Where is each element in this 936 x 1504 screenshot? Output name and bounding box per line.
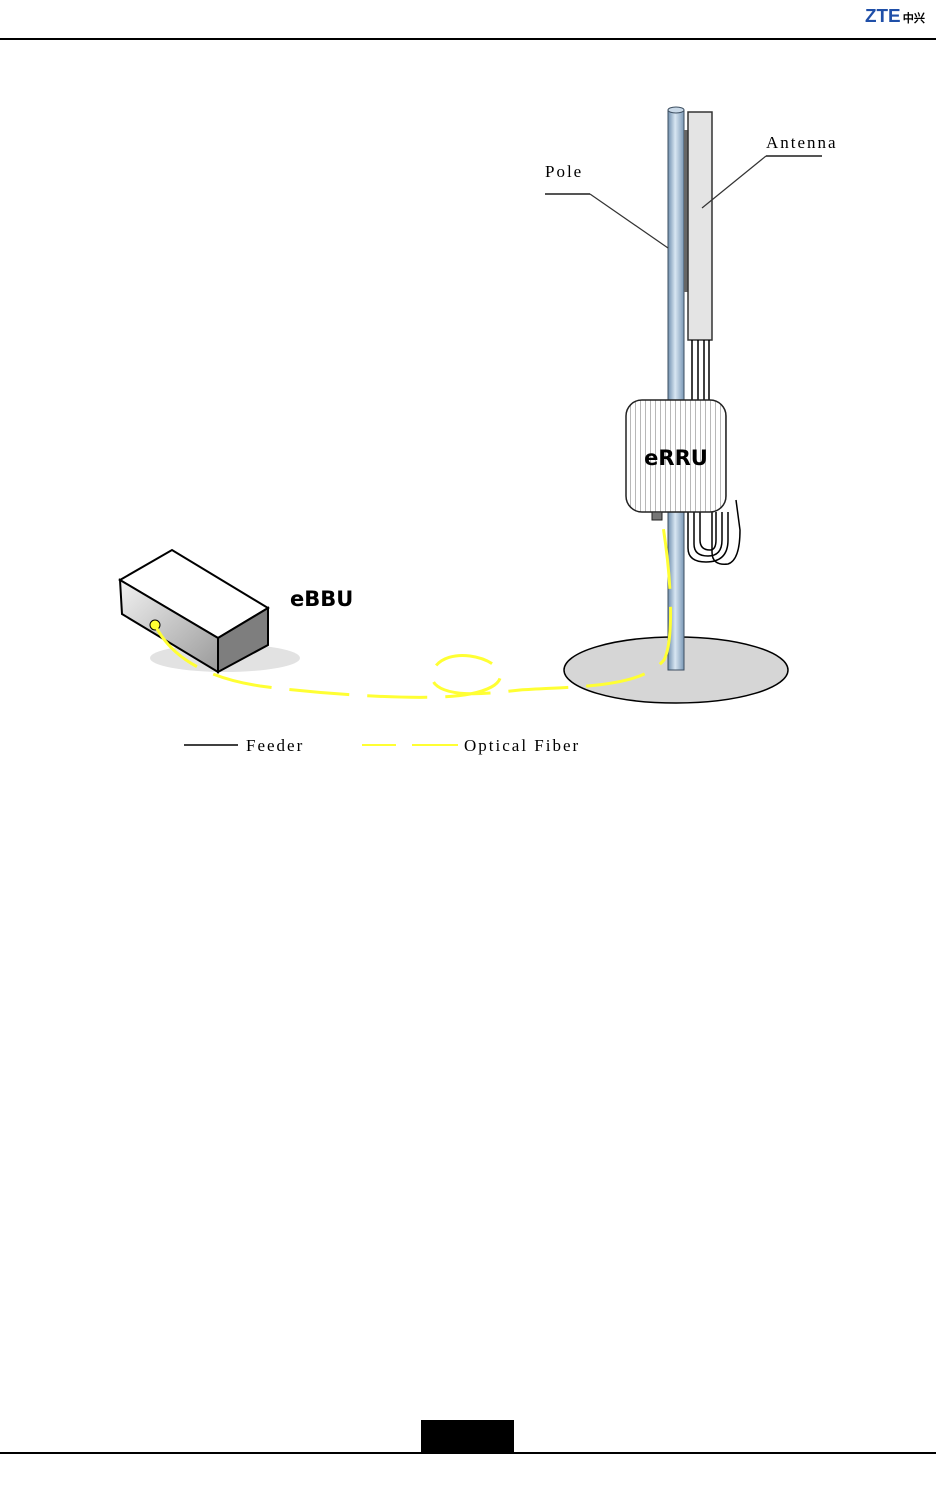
errru-connector — [652, 512, 662, 520]
pole-top — [668, 107, 684, 113]
footer-rule — [0, 1452, 936, 1454]
antenna-label: Antenna — [766, 133, 838, 152]
ebbu-unit — [120, 550, 300, 672]
antenna-panel — [688, 112, 712, 340]
page-number-tab — [421, 1420, 514, 1454]
errru-label: eRRU — [644, 446, 708, 470]
legend-feeder-label: Feeder — [246, 736, 304, 755]
pole-label: Pole — [545, 162, 583, 181]
legend-fiber-label: Optical Fiber — [464, 736, 580, 755]
pole-leader-line — [590, 194, 668, 248]
ebbu-label: eBBU — [290, 587, 353, 611]
